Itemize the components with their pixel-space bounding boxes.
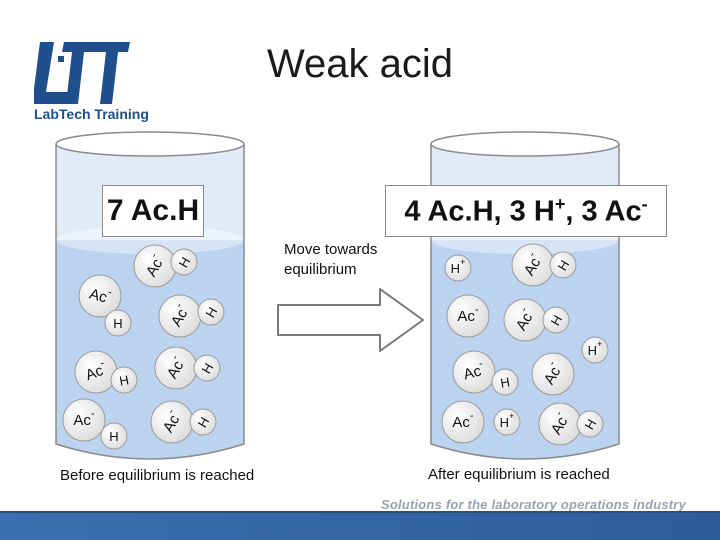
left-pair-3-ac-label: Ac- — [164, 301, 193, 330]
logo-dot — [58, 56, 64, 62]
left-pair-2-ac-ball — [78, 274, 122, 318]
arrow-caption-line1: Move towards — [284, 241, 378, 258]
right-pair-4-h-ball — [576, 410, 604, 438]
right-ac-ion-3-ball — [441, 400, 485, 444]
right-hplus-1-label: H+ — [451, 257, 466, 276]
left-pair-7-ac-label: Ac- — [156, 407, 185, 436]
right-pair-4-ac-label: Ac- — [544, 409, 573, 438]
right-ac-ion-1-ball — [446, 294, 490, 338]
right-pair-2-ac-label: Ac- — [509, 305, 538, 334]
left-pair-5-ac-label: Ac- — [160, 353, 189, 382]
left-pair-2-h-label: H — [113, 316, 122, 331]
left-count-text: 7 Ac.H — [106, 194, 200, 227]
left-pair-4-h-ball — [110, 366, 138, 394]
left-count-label: 7 Ac.H — [102, 185, 204, 237]
left-pair-2-h-ball — [104, 309, 132, 337]
right-hplus-2-label: H+ — [588, 339, 603, 358]
left-pair-1-h-ball — [170, 248, 198, 276]
left-pair-4-h-label: H — [118, 372, 130, 388]
left-beaker-outline — [55, 144, 245, 460]
right-pair-3-ac-ball — [531, 352, 575, 396]
logo-l-shape — [34, 42, 70, 104]
left-pair-7-h-ball — [189, 408, 217, 436]
left-pair-6-ac-label: Ac- — [73, 408, 95, 429]
right-pair-2-h-ball — [542, 306, 570, 334]
logo-icon — [34, 42, 130, 104]
left-pair-1-ac-label: Ac- — [139, 251, 168, 280]
right-ac-ion-2-label: Ac- — [461, 358, 487, 383]
left-pair-6-h-ball — [100, 422, 128, 450]
right-ac-ion-1-label: Ac- — [457, 304, 479, 325]
left-pair-4-ac-label: Ac- — [82, 357, 109, 384]
right-count-text: 4 Ac.H, 3 H+, 3 Ac- — [404, 193, 648, 228]
right-pair-3-h-label: H — [499, 374, 511, 390]
left-pair-6-h-label: H — [109, 429, 118, 444]
footer-line — [0, 511, 720, 513]
arrow-caption-line2: equilibrium — [284, 261, 357, 278]
logo-t-shape — [62, 42, 96, 104]
right-ac-ion-3-label: Ac- — [452, 410, 474, 431]
footer-tagline: Solutions for the laboratory operations … — [380, 497, 686, 512]
right-pair-3-h-ball — [491, 368, 519, 396]
logo-text: LabTech Training — [34, 106, 149, 122]
arrow-caption: Move towards equilibrium — [284, 240, 377, 280]
right-caption: After equilibrium is reached — [428, 466, 610, 483]
left-pair-5-h-ball — [193, 354, 221, 382]
slide-title: Weak acid — [266, 42, 453, 86]
left-pair-2-ac-label: Ac- — [88, 282, 114, 307]
right-ac-ion-2-ball — [452, 350, 496, 394]
right-pair-1-ac-label: Ac- — [517, 250, 546, 279]
right-beaker-outline — [430, 144, 620, 460]
right-arrow-icon — [277, 288, 424, 352]
right-hplus-3-label: H+ — [500, 411, 515, 430]
left-pair-6-ac-ball — [62, 398, 106, 442]
left-pair-3-h-ball — [197, 298, 225, 326]
footer-strip — [0, 511, 720, 540]
right-hplus-1-ball — [444, 254, 472, 282]
right-pair-3-ac-label: Ac- — [537, 359, 566, 388]
left-caption: Before equilibrium is reached — [60, 467, 255, 484]
logo-t2-shape — [92, 42, 130, 104]
right-count-label: 4 Ac.H, 3 H+, 3 Ac- — [385, 185, 667, 237]
right-hplus-3-ball — [493, 408, 521, 436]
right-hplus-2-ball — [581, 336, 609, 364]
right-pair-1-h-ball — [549, 251, 577, 279]
